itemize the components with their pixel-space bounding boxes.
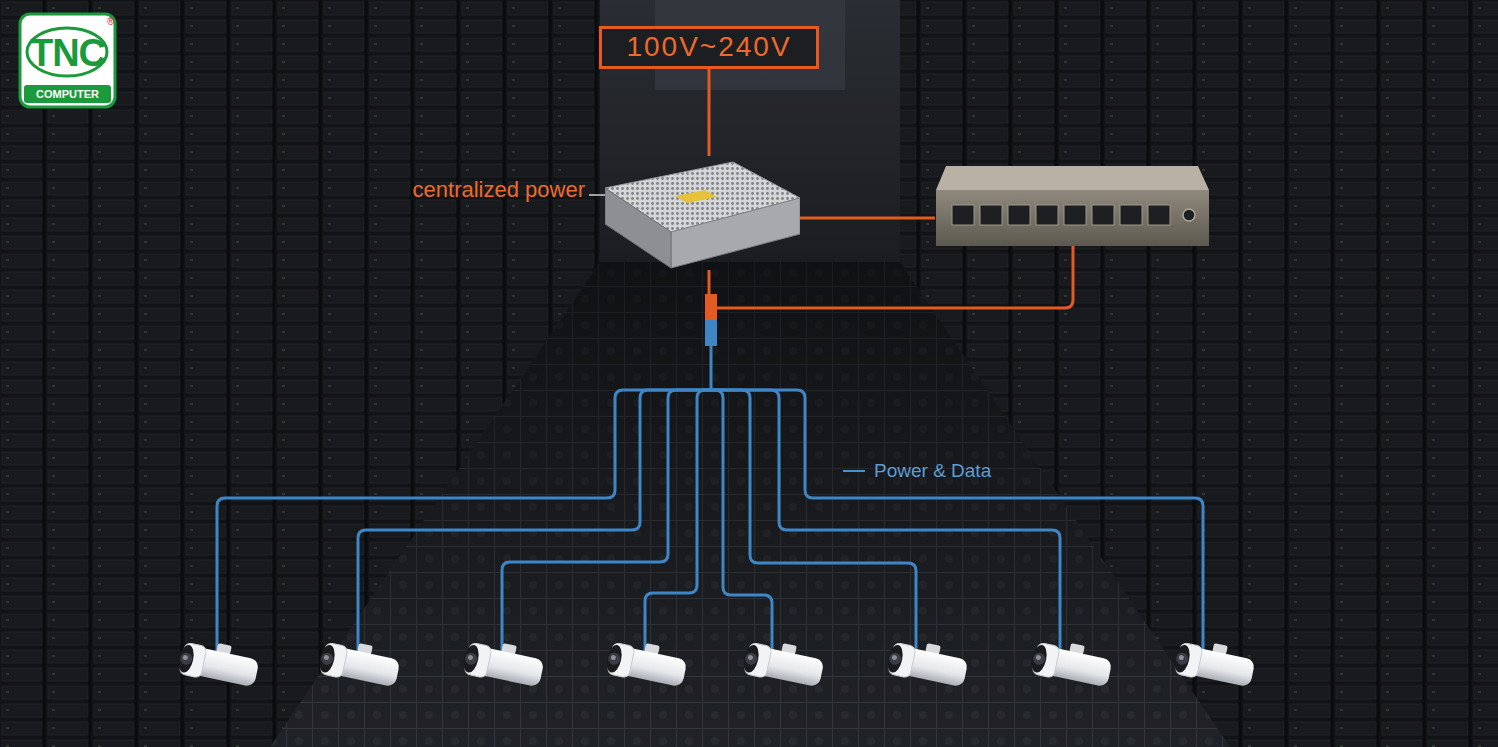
legend-swatch (843, 470, 865, 472)
data-wire (717, 245, 1073, 308)
logo-frame (20, 14, 115, 107)
legend-entry: Power & Data (843, 461, 991, 482)
illustration-part (711, 390, 1203, 652)
power-supply-shape (605, 156, 800, 270)
illustration-part (952, 205, 1170, 225)
camera-row (176, 636, 1257, 690)
camera (176, 636, 261, 690)
power-supply: centralized power (605, 156, 800, 270)
illustration-part (358, 390, 711, 652)
power-wire (708, 270, 711, 296)
camera (1029, 636, 1114, 690)
floor-shade (270, 262, 1230, 747)
illustration-part (711, 390, 772, 652)
power-data-wires (217, 346, 1203, 652)
logo-band (24, 85, 111, 103)
logo-subtitle: COMPUTER (24, 89, 111, 100)
injector (705, 294, 717, 320)
illustration-part (502, 390, 711, 652)
illustration-part (1008, 205, 1030, 225)
component-label: centralized power (413, 178, 585, 202)
power-cable (708, 69, 711, 156)
illustration-part (936, 190, 1209, 246)
voltage-label: 100V~240V (626, 32, 791, 63)
camera (885, 636, 970, 690)
illustration-part (710, 346, 713, 390)
illustration-part (1183, 209, 1195, 221)
power-wire (800, 217, 935, 220)
floor (270, 262, 1230, 747)
illustration-part (1064, 205, 1086, 225)
legend-text: Power & Data (874, 461, 991, 482)
illustration-part (1092, 205, 1114, 225)
illustration-part (980, 205, 1002, 225)
network-switch (936, 166, 1209, 246)
psu-front (671, 198, 800, 268)
illustration-part (1148, 205, 1170, 225)
psu-sticker (675, 190, 717, 203)
illustration-part (952, 205, 974, 225)
camera (317, 636, 402, 690)
illustration-part (1120, 205, 1142, 225)
illustration-part (936, 166, 1209, 190)
camera (604, 636, 689, 690)
illustration-part (1036, 205, 1058, 225)
voltage-box: 100V~240V (599, 26, 819, 69)
illustration-part (711, 390, 916, 652)
registered-mark: ® (107, 17, 119, 27)
psu-side (605, 188, 671, 268)
illustration-part (645, 390, 711, 652)
illustration-part (711, 390, 1060, 652)
camera (461, 636, 546, 690)
camera (1172, 636, 1257, 690)
logo-text: TNC (24, 34, 111, 72)
illustration-part (217, 390, 711, 652)
camera (741, 636, 826, 690)
injector (705, 320, 717, 346)
